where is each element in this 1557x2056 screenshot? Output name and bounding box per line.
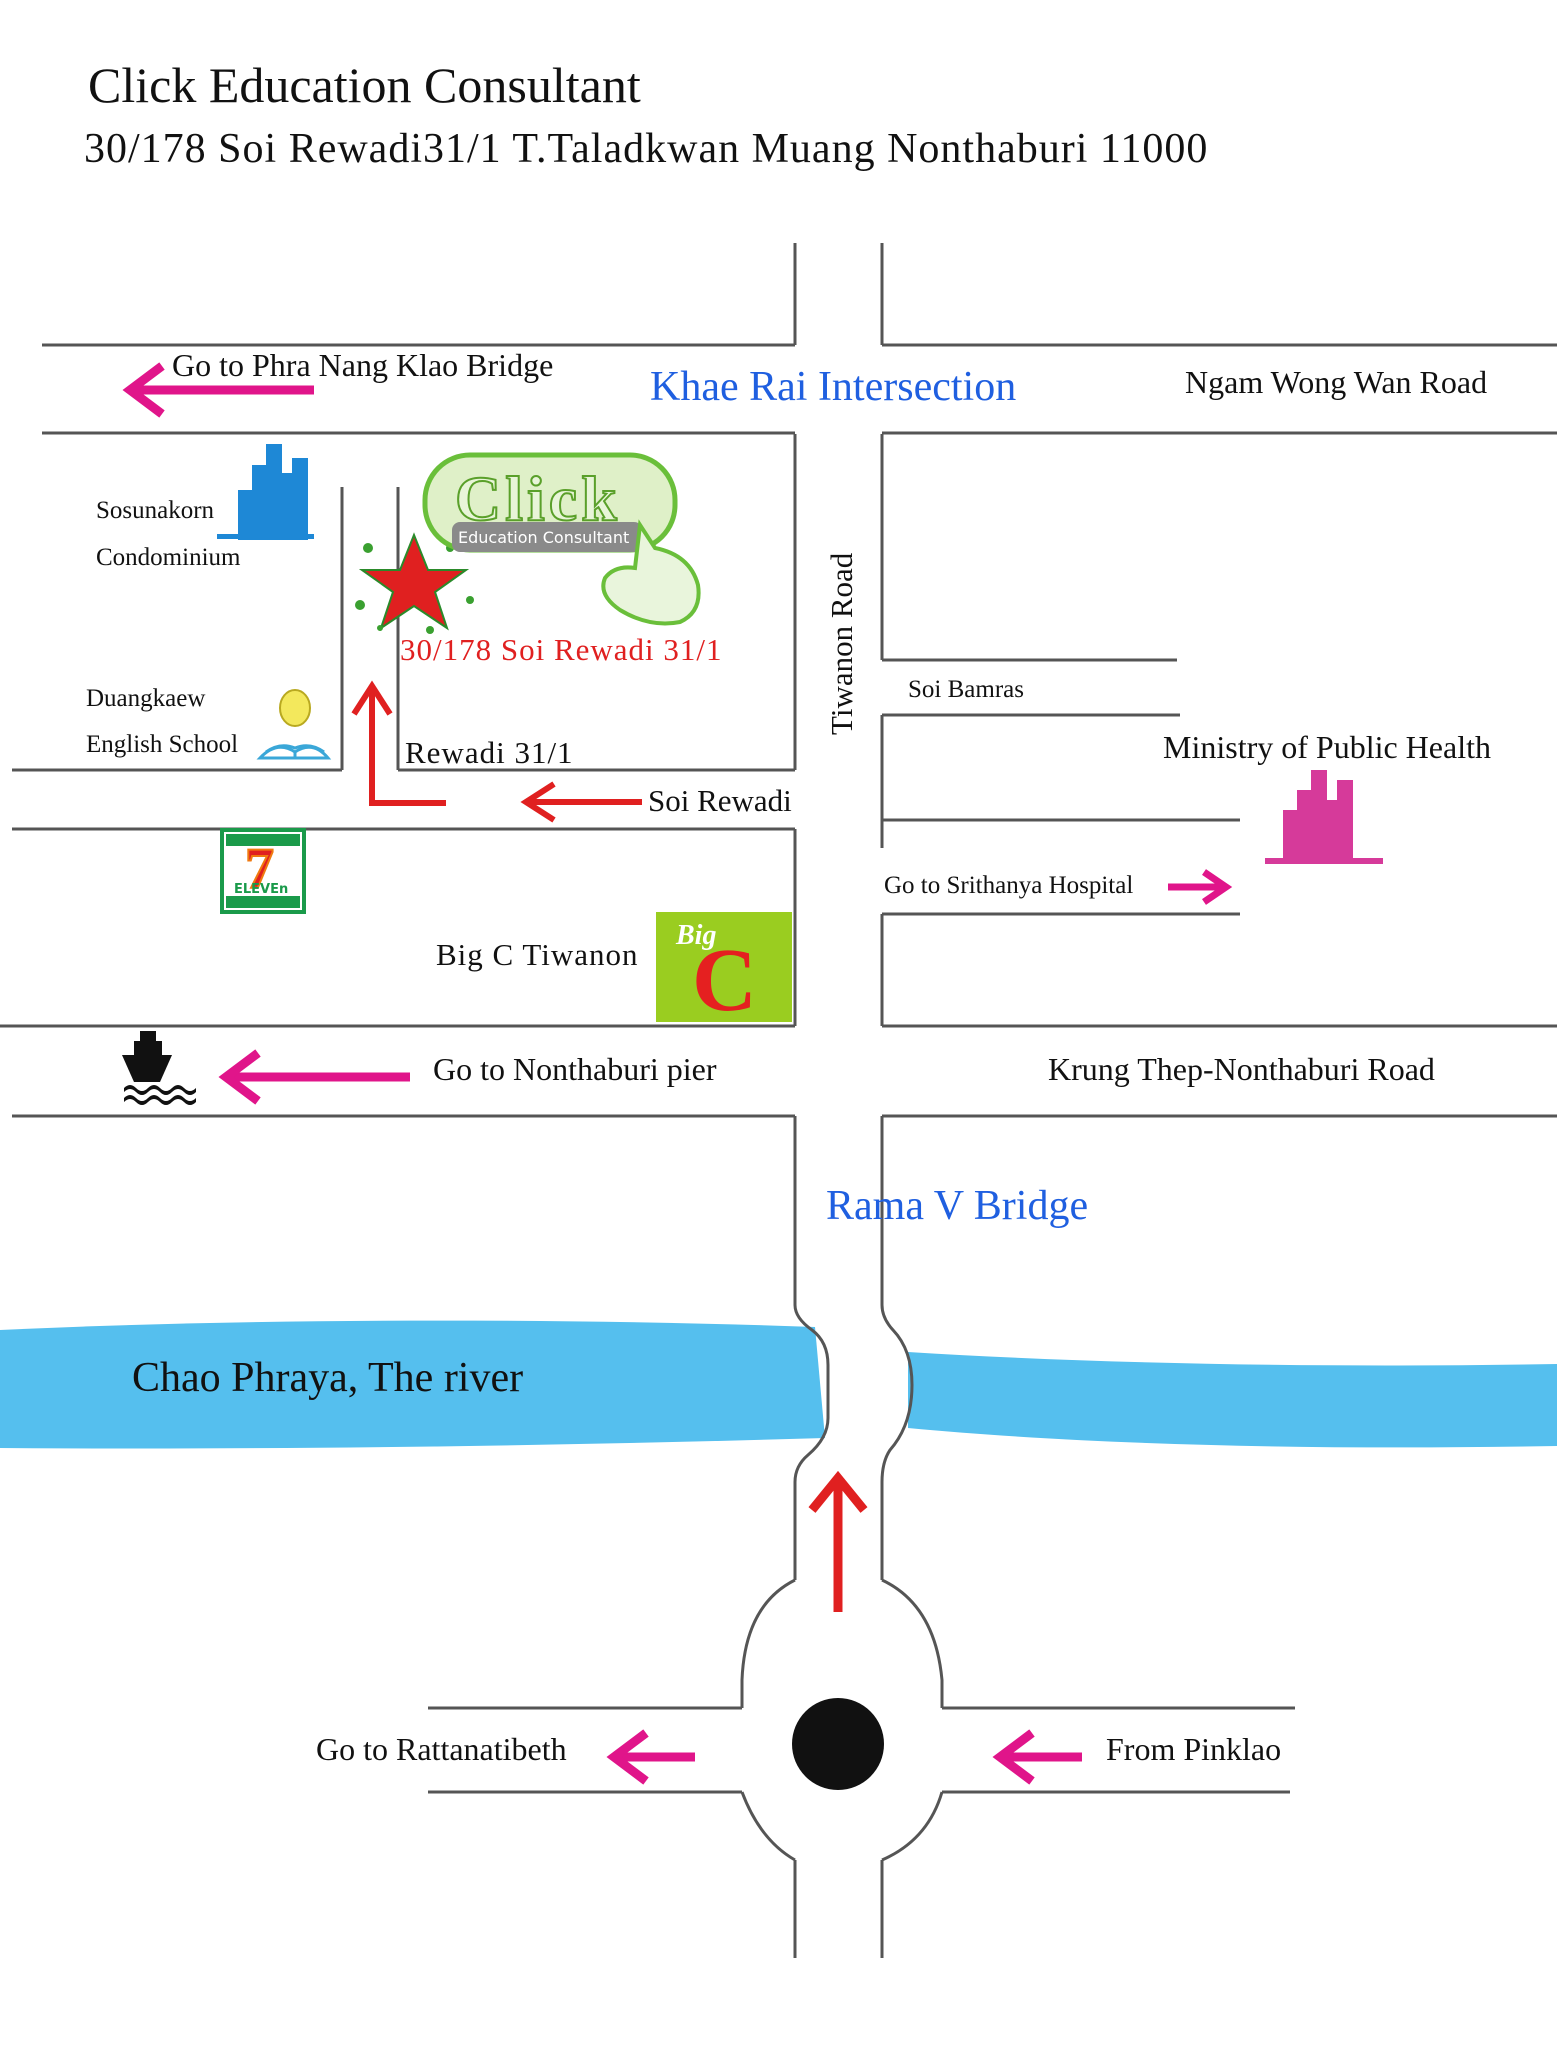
star-icon [355, 532, 474, 634]
rama-v-road-edge [793, 1116, 830, 1580]
duangkaew-label: Duangkaew [86, 685, 205, 712]
roundabout-edge [881, 1791, 944, 1862]
ship-icon [122, 1031, 196, 1105]
sosunakorn-label: Sosunakorn [96, 497, 215, 524]
arrow-right-icon [1168, 869, 1233, 905]
book-icon [256, 744, 332, 760]
ngam-wong-wan-label: Ngam Wong Wan Road [1185, 364, 1487, 400]
big-c-logo: Big C [656, 912, 792, 1030]
krung-thep-nonthaburi-label: Krung Thep-Nonthaburi Road [1048, 1051, 1435, 1087]
map-title: Click Education Consultant [88, 57, 641, 113]
bulb-icon [279, 689, 311, 727]
ministry-label: Ministry of Public Health [1163, 729, 1491, 765]
map-address: 30/178 Soi Rewadi31/1 T.Taladkwan Muang … [84, 126, 1208, 172]
rama-v-road-edge [880, 1116, 914, 1580]
big-c-tiwanon-label: Big C Tiwanon [436, 937, 639, 972]
rattanatibeth-label: Go to Rattanatibeth [316, 1731, 567, 1767]
arrow-up-icon [351, 680, 446, 806]
phra-nang-klao-label: Go to Phra Nang Klao Bridge [172, 347, 553, 383]
pointing-hand-icon [601, 519, 701, 626]
tiwanon-road-label: Tiwanon Road [824, 552, 859, 735]
roundabout-edge [881, 1578, 944, 1708]
duangkaew-label-line2: English School [86, 731, 238, 758]
pinklao-label: From Pinklao [1106, 1731, 1281, 1767]
rattanatibeth-road-edge [428, 1706, 742, 1794]
khae-rai-label: Khae Rai Intersection [650, 364, 1016, 410]
rewadi-31-1-label: Rewadi 31/1 [405, 735, 574, 770]
roundabout-icon [792, 1698, 884, 1790]
arrow-up-icon [808, 1470, 868, 1612]
soi-rewadi-label: Soi Rewadi [648, 783, 792, 818]
roundabout-edge [740, 1791, 796, 1862]
soi-bamras-label: Soi Bamras [908, 676, 1024, 703]
click-logo-tagline: Education Consultant [458, 528, 629, 547]
seven-eleven-number: 7 [245, 836, 274, 901]
srithanya-label: Go to Srithanya Hospital [884, 872, 1133, 899]
seven-eleven-logo: 7 ELEVEn [220, 828, 306, 914]
roundabout-edge [740, 1578, 796, 1708]
arrow-left-icon [218, 1049, 410, 1105]
arrow-left-icon [520, 781, 642, 823]
river [0, 1320, 825, 1449]
seven-eleven-word: ELEVEn [234, 882, 288, 897]
river [908, 1352, 1557, 1448]
pinklao-road-edge [942, 1706, 1295, 1794]
rama-v-label: Rama V Bridge [826, 1183, 1088, 1229]
sosunakorn-label-line2: Condominium [96, 544, 241, 571]
arrow-left-icon [992, 1729, 1082, 1785]
soi-bamras-edge [880, 713, 1180, 820]
river-label: Chao Phraya, The river [132, 1355, 523, 1401]
click-logo: Click Education Consultant [422, 452, 701, 626]
office-address-label: 30/178 Soi Rewadi 31/1 [400, 632, 723, 667]
arrow-left-icon [606, 1729, 695, 1785]
building-icon [217, 444, 314, 540]
big-c-logo-word: Big [675, 920, 716, 951]
big-c-logo-letter: C [692, 931, 757, 1030]
arrow-left-icon [122, 362, 314, 418]
building-icon [1265, 770, 1383, 864]
south-road-edge [793, 1860, 884, 1958]
nonthaburi-pier-label: Go to Nonthaburi pier [433, 1051, 717, 1087]
